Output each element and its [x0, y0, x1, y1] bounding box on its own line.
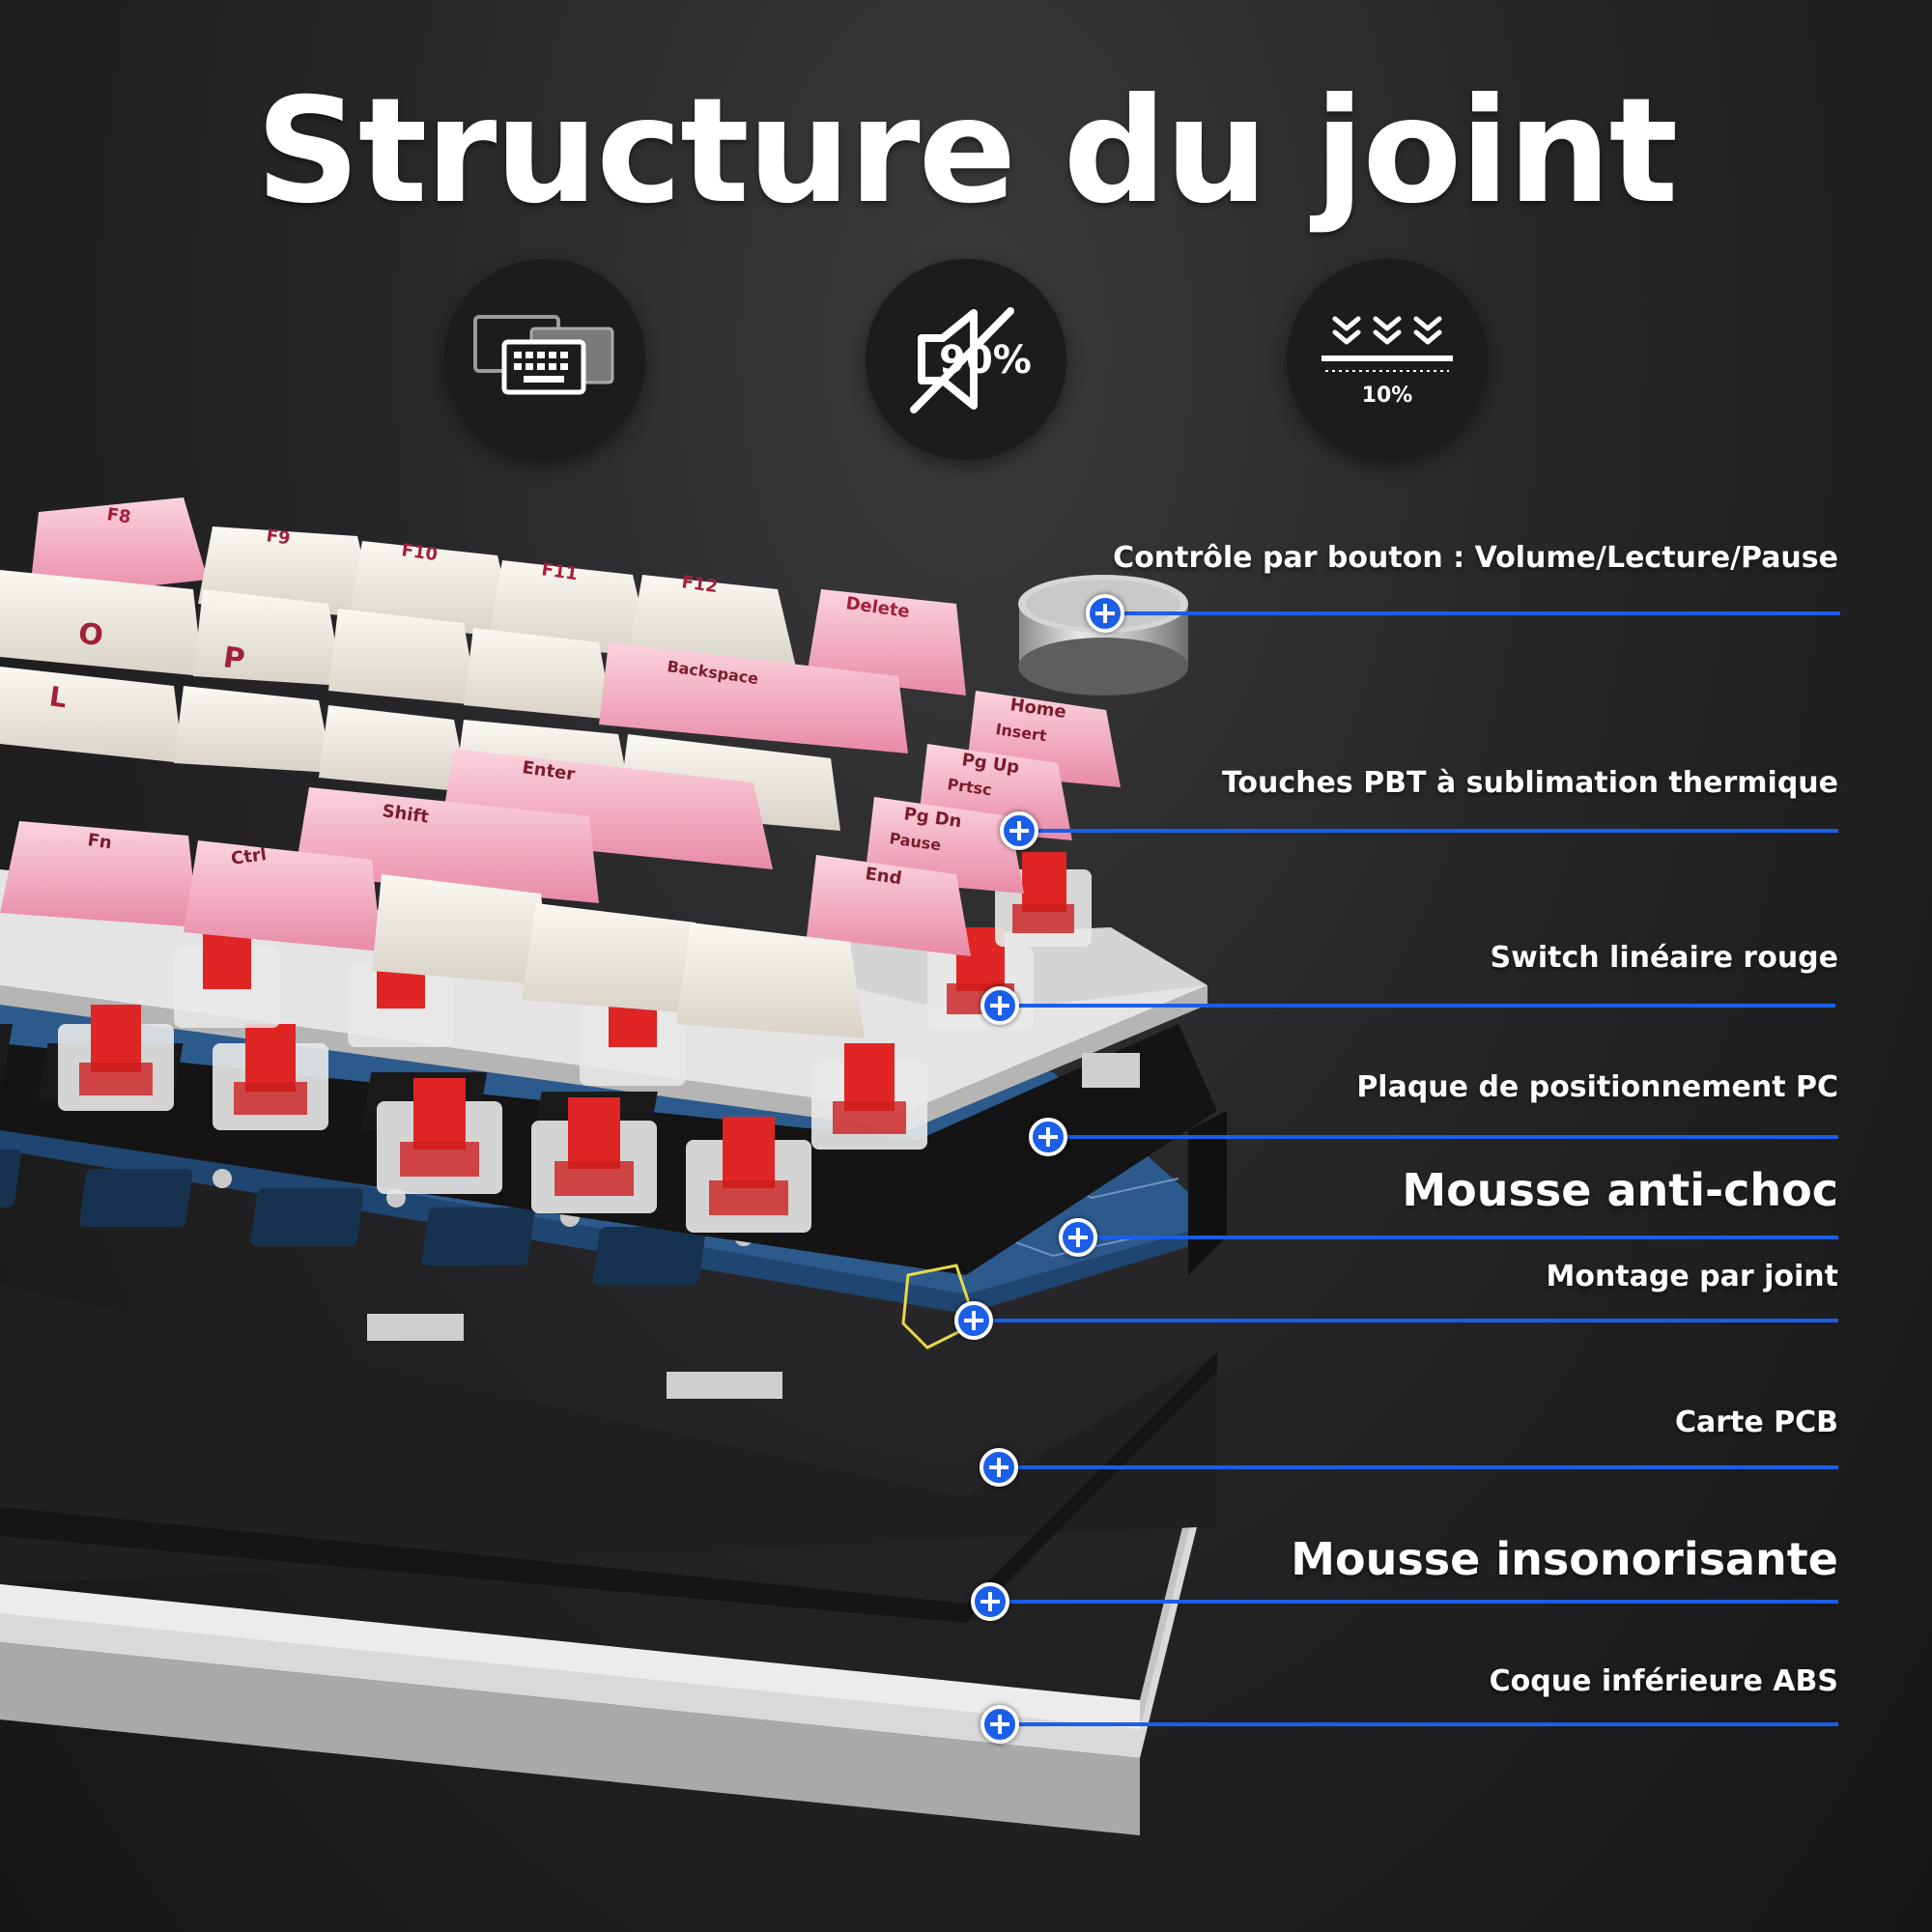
- callout-line-foam: [1077, 1236, 1838, 1239]
- keycap: Delete: [807, 589, 966, 696]
- keycap: F11: [488, 559, 652, 657]
- label-red-switch: Switch linéaire rouge: [1490, 941, 1839, 975]
- keyboard-layers-icon: [473, 315, 614, 395]
- feature-noise-reduction: 90%: [866, 259, 1066, 460]
- plus-marker-foam[interactable]: [1059, 1218, 1097, 1257]
- feature-keyboard-layers: [444, 259, 645, 460]
- label-positioning-plate: Plaque de positionnement PC: [1356, 1070, 1838, 1104]
- svg-text:F9: F9: [265, 526, 292, 549]
- label-antishock-foam: Mousse anti-choc: [1402, 1164, 1838, 1216]
- callout-line-gasket: [974, 1319, 1838, 1322]
- plus-marker-knob[interactable]: [1086, 594, 1124, 633]
- volume-knob: [1018, 575, 1188, 696]
- page-title: Structure du joint: [255, 68, 1679, 236]
- sound-foam-layer: [0, 1285, 1217, 1584]
- label-pbt-keycaps: Touches PBT à sublimation thermique: [1221, 766, 1838, 800]
- label-gasket-mount: Montage par joint: [1546, 1260, 1838, 1293]
- plus-marker-switch[interactable]: [980, 986, 1019, 1025]
- label-pcb: Carte PCB: [1674, 1406, 1838, 1439]
- svg-text:F12: F12: [680, 572, 719, 597]
- feature-compression: 10%: [1287, 259, 1488, 460]
- svg-text:L: L: [47, 680, 69, 714]
- compression-percent-text: 10%: [1362, 384, 1413, 408]
- keycap: Backspace: [599, 642, 908, 753]
- callout-line-pcb: [999, 1465, 1838, 1469]
- mute-speaker-icon: 90%: [910, 307, 1032, 413]
- plus-marker-sound-foam[interactable]: [971, 1582, 1009, 1621]
- svg-text:End: End: [864, 864, 903, 889]
- svg-text:O: O: [76, 616, 105, 653]
- callout-line-knob: [1106, 611, 1840, 615]
- callout-line-plate: [1048, 1135, 1838, 1139]
- plus-marker-plate[interactable]: [1029, 1118, 1067, 1156]
- keycap: O: [76, 616, 105, 653]
- label-abs-case: Coque inférieure ABS: [1489, 1664, 1838, 1698]
- noise-percent-text: 90%: [939, 338, 1032, 383]
- label-knob-control: Contrôle par bouton : Volume/Lecture/Pau…: [1113, 541, 1838, 575]
- red-linear-switches: [58, 852, 1092, 1233]
- pbt-keycaps: F8 F9 F10 F11 F12 Delete Backspace O P L…: [0, 497, 1121, 1038]
- keycap: Fn: [0, 821, 198, 927]
- plus-marker-case[interactable]: [980, 1705, 1019, 1744]
- keycap: L: [47, 680, 69, 714]
- label-sound-foam: Mousse insonorisante: [1291, 1533, 1838, 1585]
- callout-line-switch: [1000, 1004, 1835, 1008]
- keycap: P: [221, 640, 247, 677]
- callout-line-sound-foam: [990, 1600, 1838, 1604]
- plus-marker-pcb[interactable]: [980, 1448, 1018, 1487]
- svg-text:F10: F10: [400, 540, 439, 565]
- svg-text:P: P: [221, 640, 247, 677]
- keycap: F10: [348, 540, 517, 638]
- plus-marker-keycaps[interactable]: [1000, 811, 1038, 850]
- svg-text:F11: F11: [540, 559, 579, 584]
- callout-line-case: [1000, 1722, 1838, 1726]
- compression-arrows-icon: 10%: [1321, 316, 1453, 408]
- svg-text:F8: F8: [105, 504, 132, 527]
- plus-marker-gasket[interactable]: [954, 1301, 993, 1340]
- callout-line-keycaps: [1019, 829, 1838, 833]
- keycap: End: [807, 855, 971, 956]
- keycap: F12: [628, 572, 797, 671]
- keycap: F8: [29, 497, 208, 599]
- svg-text:Fn: Fn: [86, 830, 113, 853]
- svg-text:Ctrl: Ctrl: [230, 844, 268, 869]
- keycap: Ctrl: [184, 840, 382, 952]
